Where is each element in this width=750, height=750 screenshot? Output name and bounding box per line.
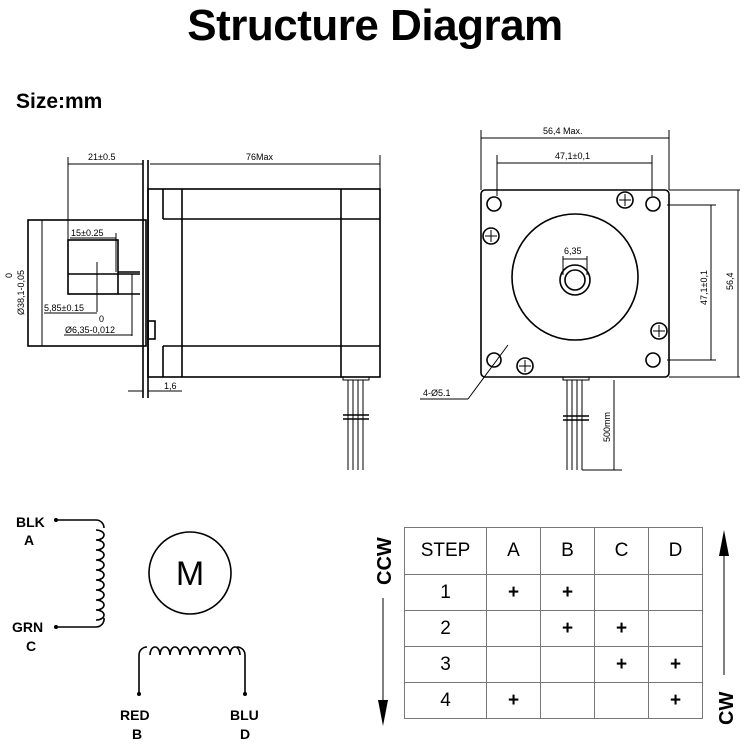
phase-b-label: B (132, 726, 142, 742)
lead-wires (562, 376, 622, 471)
units-label: Size:mm (16, 90, 103, 113)
dim-lead-length: 500mm (602, 412, 612, 442)
phase-cell (594, 682, 649, 719)
table-row: 3 + + (404, 646, 703, 683)
table-row: 4 + + (404, 682, 703, 719)
cw-label: CW (716, 692, 738, 725)
wire-blk-label: BLK (16, 514, 45, 530)
phase-cell: + (594, 610, 649, 647)
table-row: 2 + + (404, 610, 703, 647)
dim-hole-spacing-h: 47,1±0,1 (555, 151, 590, 161)
motor-letter: M (176, 555, 204, 593)
step-number: 3 (404, 646, 487, 683)
phase-cell (540, 682, 595, 719)
page-title: Structure Diagram (187, 1, 563, 50)
coil-ac-icon (56, 519, 105, 628)
step-number: 2 (404, 610, 487, 647)
side-view: 21±0.5 76Max 15±0.25 0 Ø38,1-0,05 5,85±0… (4, 152, 381, 470)
mount-hole-icon (645, 196, 661, 212)
dim-boss-diameter: Ø38,1-0,05 (16, 270, 26, 315)
dim-flat-length: 15±0.25 (71, 228, 103, 238)
screw-icon (516, 357, 534, 375)
phase-cell (486, 610, 541, 647)
shaft-inner (564, 269, 586, 291)
ccw-arrow-icon (378, 598, 388, 726)
cw-arrow-icon (719, 530, 729, 675)
phase-cell: + (594, 646, 649, 683)
dim-shaft-length: 21±0.5 (88, 152, 115, 162)
header-a: A (486, 527, 541, 575)
mount-hole-icon (486, 352, 502, 368)
wire-grn-label: GRN (12, 619, 43, 635)
header-d: D (648, 527, 703, 575)
phase-cell: + (540, 574, 595, 611)
shaft-outline (67, 239, 119, 295)
phase-cell (648, 574, 703, 611)
flange-tab (147, 320, 156, 340)
wire-blu-label: BLU (230, 707, 259, 723)
step-number: 1 (404, 574, 487, 611)
screw-icon (482, 227, 500, 245)
phase-cell: + (486, 682, 541, 719)
phase-cell (594, 574, 649, 611)
mount-hole-icon (645, 352, 661, 368)
phase-cell (540, 646, 595, 683)
phase-cell (486, 646, 541, 683)
dim-shaft-tol: 0 (99, 314, 104, 324)
motor-body (147, 188, 381, 378)
motor-symbol-icon (148, 531, 232, 615)
wire-red-label: RED (120, 707, 150, 723)
phase-cell: + (648, 646, 703, 683)
boss-circle (511, 213, 639, 341)
faceplate (480, 189, 670, 378)
phase-c-label: C (26, 638, 36, 654)
phase-cell: + (648, 682, 703, 719)
dim-shaft-dia: 6,35 (564, 246, 582, 256)
step-number: 4 (404, 682, 487, 719)
dim-width-max: 56,4 Max. (543, 126, 583, 136)
screw-icon (650, 322, 668, 340)
wiring-diagram: M BLK A GRN C RED B BLU D (12, 514, 259, 742)
phase-cell: + (540, 610, 595, 647)
header-b: B (540, 527, 595, 575)
header-step: STEP (404, 527, 487, 575)
dim-mount-holes: 4-Ø5.1 (423, 388, 451, 398)
step-sequence-table: STEP A B C D 1 + + 2 + + 3 + + 4 + + (404, 527, 703, 719)
dim-body-length: 76Max (246, 152, 274, 162)
header-c: C (594, 527, 649, 575)
ccw-label: CCW (374, 537, 396, 585)
phase-a-label: A (24, 532, 34, 548)
lead-wires (342, 376, 370, 470)
dim-boss-tol: 0 (4, 273, 14, 278)
front-view: 56,4 Max. 47,1±0,1 6,35 47,1±0,1 56,4 4-… (420, 126, 740, 471)
dim-hole-spacing-v: 47,1±0,1 (699, 270, 709, 305)
phase-cell (648, 610, 703, 647)
dim-height: 56,4 (725, 272, 735, 290)
table-header-row: STEP A B C D (404, 527, 703, 575)
boss-outline (27, 219, 147, 347)
mount-hole-icon (486, 196, 502, 212)
dim-flat-depth: 5,85±0.15 (44, 303, 84, 313)
dim-shaft-diameter: Ø6,35-0,012 (65, 325, 115, 335)
phase-d-label: D (240, 726, 250, 742)
phase-cell: + (486, 574, 541, 611)
dim-flange-thickness: 1,6 (164, 381, 177, 391)
shaft-outer (559, 264, 591, 296)
screw-icon (616, 191, 634, 209)
table-row: 1 + + (404, 574, 703, 611)
coil-bd-icon (138, 646, 246, 694)
